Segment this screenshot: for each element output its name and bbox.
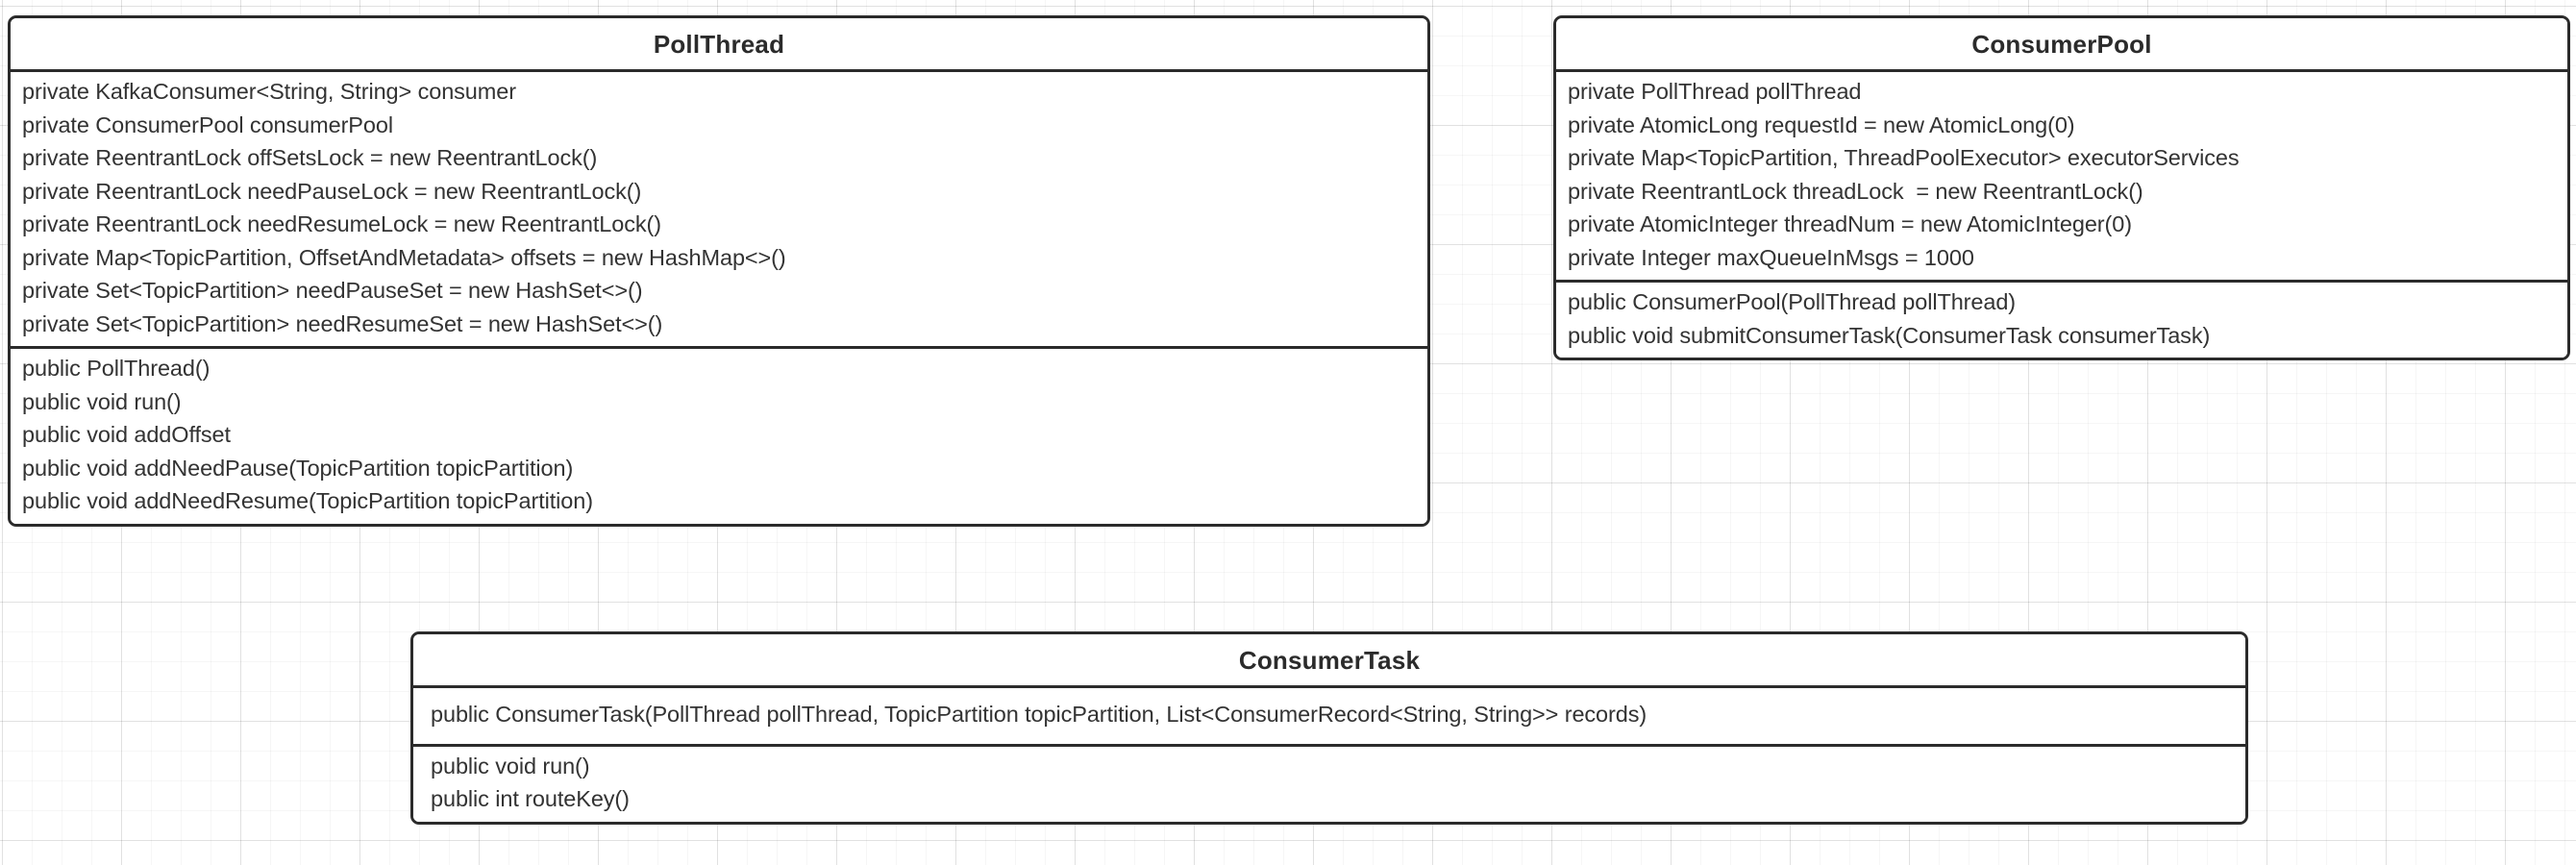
class-title-consumerpool: ConsumerPool xyxy=(1556,18,2567,72)
attribute-row: private Set<TopicPartition> needResumeSe… xyxy=(22,310,663,336)
attribute-row: private Map<TopicPartition, ThreadPoolEx… xyxy=(1568,145,2240,170)
attribute-row: private AtomicLong requestId = new Atomi… xyxy=(1568,111,2075,137)
method-row: public void submitConsumerTask(ConsumerT… xyxy=(1568,322,2211,348)
class-title-pollthread: PollThread xyxy=(11,18,1427,72)
attribute-row: private ReentrantLock offSetsLock = new … xyxy=(22,145,598,170)
method-row: public int routeKey() xyxy=(431,786,630,811)
uml-class-pollthread[interactable]: PollThread private KafkaConsumer<String,… xyxy=(8,15,1430,527)
attribute-row: private Map<TopicPartition, OffsetAndMet… xyxy=(22,244,786,270)
attribute-row: private AtomicInteger threadNum = new At… xyxy=(1568,211,2132,236)
attribute-row: private ReentrantLock threadLock = new R… xyxy=(1568,178,2143,204)
methods-section-consumertask: public void run() public int routeKey() xyxy=(413,743,2245,822)
method-row: public PollThread() xyxy=(22,356,211,381)
method-row: public void addOffset xyxy=(22,422,231,447)
methods-section-consumerpool: public ConsumerPool(PollThread pollThrea… xyxy=(1556,280,2567,358)
method-row: public void run() xyxy=(431,753,590,778)
attribute-row: private KafkaConsumer<String, String> co… xyxy=(22,79,516,104)
attribute-row: private ReentrantLock needPauseLock = ne… xyxy=(22,178,642,204)
attribute-row: private ConsumerPool consumerPool xyxy=(22,111,393,137)
attributes-section-consumertask: public ConsumerTask(PollThread pollThrea… xyxy=(413,688,2245,744)
class-title-consumertask: ConsumerTask xyxy=(413,634,2245,688)
uml-class-consumertask[interactable]: ConsumerTask public ConsumerTask(PollThr… xyxy=(410,631,2248,825)
method-row: public void run() xyxy=(22,388,182,414)
method-row: public void addNeedResume(TopicPartition… xyxy=(22,488,593,513)
uml-class-consumerpool[interactable]: ConsumerPool private PollThread pollThre… xyxy=(1553,15,2570,360)
attribute-row: private Integer maxQueueInMsgs = 1000 xyxy=(1568,244,1974,270)
attribute-row: private PollThread pollThread xyxy=(1568,79,1862,104)
method-row: public ConsumerPool(PollThread pollThrea… xyxy=(1568,289,2017,314)
attribute-row: private ReentrantLock needResumeLock = n… xyxy=(22,211,661,236)
attribute-row: private Set<TopicPartition> needPauseSet… xyxy=(22,278,643,303)
method-row: public void addNeedPause(TopicPartition … xyxy=(22,455,574,481)
attribute-row: public ConsumerTask(PollThread pollThrea… xyxy=(431,702,1647,727)
attributes-section-consumerpool: private PollThread pollThread private At… xyxy=(1556,72,2567,280)
attributes-section-pollthread: private KafkaConsumer<String, String> co… xyxy=(11,72,1427,346)
methods-section-pollthread: public PollThread() public void run() pu… xyxy=(11,346,1427,524)
